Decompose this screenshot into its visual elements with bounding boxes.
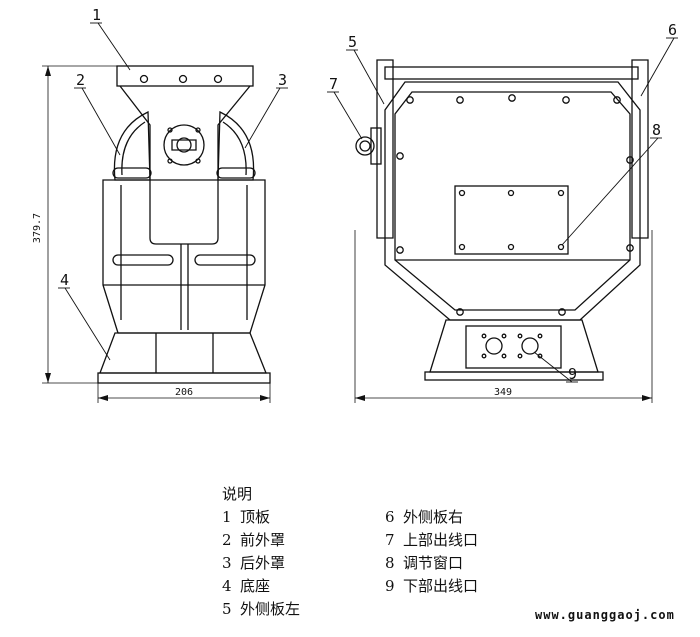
legend-title: 说明 [222,485,253,503]
callout-5: 5 [348,33,357,51]
right-width-dimension-text: 349 [494,387,512,398]
callout-4: 4 [60,271,69,289]
left-view [97,65,271,384]
left-width-dimension-text: 206 [175,387,193,398]
callout-7: 7 [329,75,338,93]
callout-9: 9 [568,365,577,383]
callout-1: 1 [92,6,101,24]
height-dimension-text: 379.7 [32,213,43,243]
height-dimension [42,65,117,384]
left-width-dimension [97,383,271,403]
callout-3: 3 [278,71,287,89]
callout-8: 8 [652,121,661,139]
watermark: www.guanggaoj.com [535,608,675,622]
leader-lines [58,22,678,383]
right-width-dimension [354,230,653,403]
right-view [355,59,649,381]
callout-6: 6 [668,21,677,39]
callout-2: 2 [76,71,85,89]
technical-drawing: 379.7 206 349 1 2 3 4 5 6 7 8 9 [32,6,678,403]
